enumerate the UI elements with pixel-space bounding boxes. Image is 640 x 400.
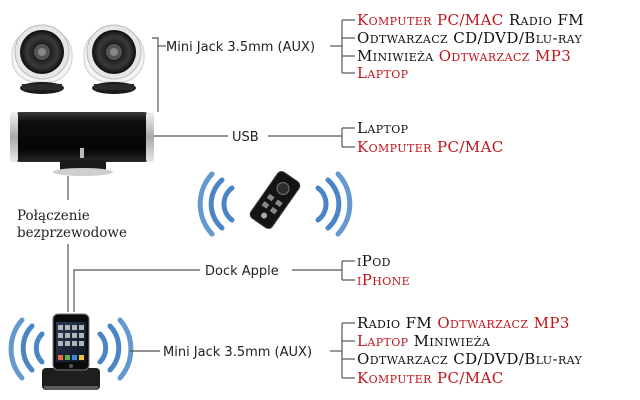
device-name-highlight: Laptop — [357, 332, 409, 350]
device-name-highlight: iPhone — [357, 271, 410, 289]
device-item: Laptop — [357, 64, 409, 82]
device-name: Odtwarzacz CD/DVD/Blu-ray — [357, 29, 583, 47]
device-item: Miniwieża Odtwarzacz MP3 — [357, 47, 571, 65]
device-item: Laptop — [357, 119, 409, 137]
aux-bottom-label: Mini Jack 3.5mm (AUX) — [163, 345, 312, 360]
device-name-highlight: Odtwarzacz MP3 — [437, 314, 569, 332]
aux-top-label: Mini Jack 3.5mm (AUX) — [166, 40, 315, 55]
subwoofer-image — [10, 112, 154, 176]
connector-lines — [67, 19, 355, 379]
device-item: iPod — [357, 252, 391, 270]
device-item: Odtwarzacz CD/DVD/Blu-ray — [357, 29, 583, 47]
usb-label: USB — [232, 130, 259, 145]
device-name: Radio FM — [504, 11, 584, 29]
wireless-label-line2: bezprzewodowe — [17, 225, 127, 241]
remote-control-image — [249, 171, 301, 229]
device-item: Odtwarzacz CD/DVD/Blu-ray — [357, 350, 583, 368]
device-name: Laptop — [357, 119, 409, 137]
dock-iphone-image — [42, 313, 100, 390]
device-name: Miniwieża — [408, 332, 490, 350]
device-name-highlight: Laptop — [357, 64, 409, 82]
device-name: Odtwarzacz CD/DVD/Blu-ray — [357, 350, 583, 368]
device-item: Laptop Miniwieża — [357, 332, 491, 350]
device-item: Komputer PC/MAC — [357, 138, 504, 156]
device-item: Komputer PC/MAC — [357, 369, 504, 387]
device-item: Komputer PC/MAC Radio FM — [357, 11, 584, 29]
device-item: iPhone — [357, 271, 410, 289]
device-name-highlight: Odtwarzacz MP3 — [439, 47, 571, 65]
wireless-waves-dock-icon — [8, 317, 134, 381]
speaker-right-image — [83, 24, 145, 94]
device-name: Miniwieża — [357, 47, 439, 65]
device-name: iPod — [357, 252, 391, 270]
device-name-highlight: Komputer PC/MAC — [357, 369, 504, 387]
dock-label: Dock Apple — [205, 264, 279, 279]
device-item: Radio FM Odtwarzacz MP3 — [357, 314, 570, 332]
speaker-left-image — [11, 24, 73, 94]
device-name: Radio FM — [357, 314, 437, 332]
device-name-highlight: Komputer PC/MAC — [357, 11, 504, 29]
wireless-waves-remote-icon — [197, 171, 353, 237]
wireless-label-line1: Połączenie — [17, 208, 90, 224]
device-name-highlight: Komputer PC/MAC — [357, 138, 504, 156]
